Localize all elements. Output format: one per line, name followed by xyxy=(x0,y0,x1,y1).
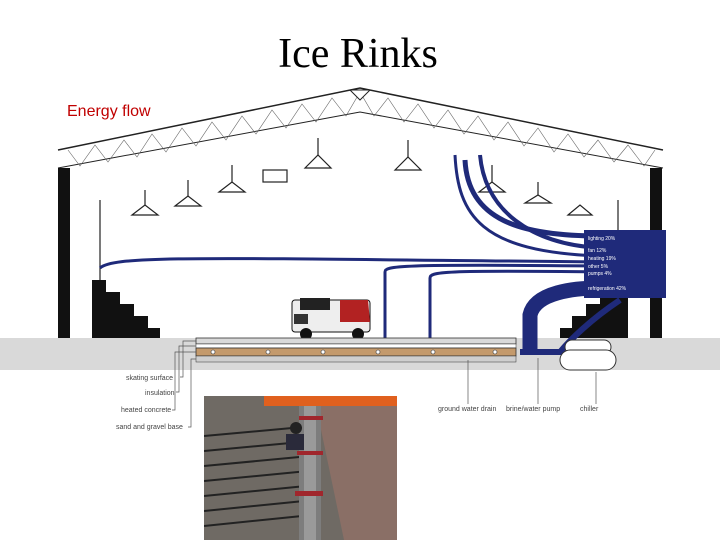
label-ground-water-drain: ground water drain xyxy=(438,406,496,413)
left-bleachers xyxy=(92,280,160,338)
rink-construction-photo xyxy=(204,396,397,540)
label-sand-gravel-base: sand and gravel base xyxy=(116,424,183,431)
flow-label-refrigeration: refrigeration 42% xyxy=(588,286,627,292)
left-wall-column xyxy=(58,168,70,338)
slide-title: Ice Rinks xyxy=(278,31,438,77)
roof-truss xyxy=(57,87,664,169)
energy-flow-subtitle: Energy flow xyxy=(67,103,151,120)
label-insulation: insulation xyxy=(145,390,175,397)
flow-label-heating: heating 19% xyxy=(588,256,616,262)
flow-label-lighting: lighting 20% xyxy=(588,236,616,242)
label-brine-water-pump: brine/water pump xyxy=(506,406,560,413)
flow-lighting xyxy=(462,159,601,239)
rink-slab xyxy=(195,337,517,363)
flow-drain xyxy=(383,263,601,352)
chiller-unit xyxy=(559,339,617,371)
flow-label-pumps: pumps 4% xyxy=(588,271,612,277)
flow-pumps xyxy=(428,269,601,352)
label-skating-surface: skating surface xyxy=(126,375,173,382)
flow-fan xyxy=(478,154,601,250)
callout-lines xyxy=(172,340,597,428)
flow-chiller-link xyxy=(520,297,622,355)
light-fixtures xyxy=(130,138,594,216)
flow-label-other: other 5% xyxy=(588,264,609,270)
ice-resurfacer xyxy=(291,298,371,340)
label-heated-concrete: heated concrete xyxy=(121,407,171,414)
flow-label-fan: fan 12% xyxy=(588,248,607,254)
label-chiller: chiller xyxy=(580,406,599,413)
flow-other xyxy=(453,154,601,258)
sankey-legend-box xyxy=(584,230,666,298)
flow-heating xyxy=(99,257,601,270)
